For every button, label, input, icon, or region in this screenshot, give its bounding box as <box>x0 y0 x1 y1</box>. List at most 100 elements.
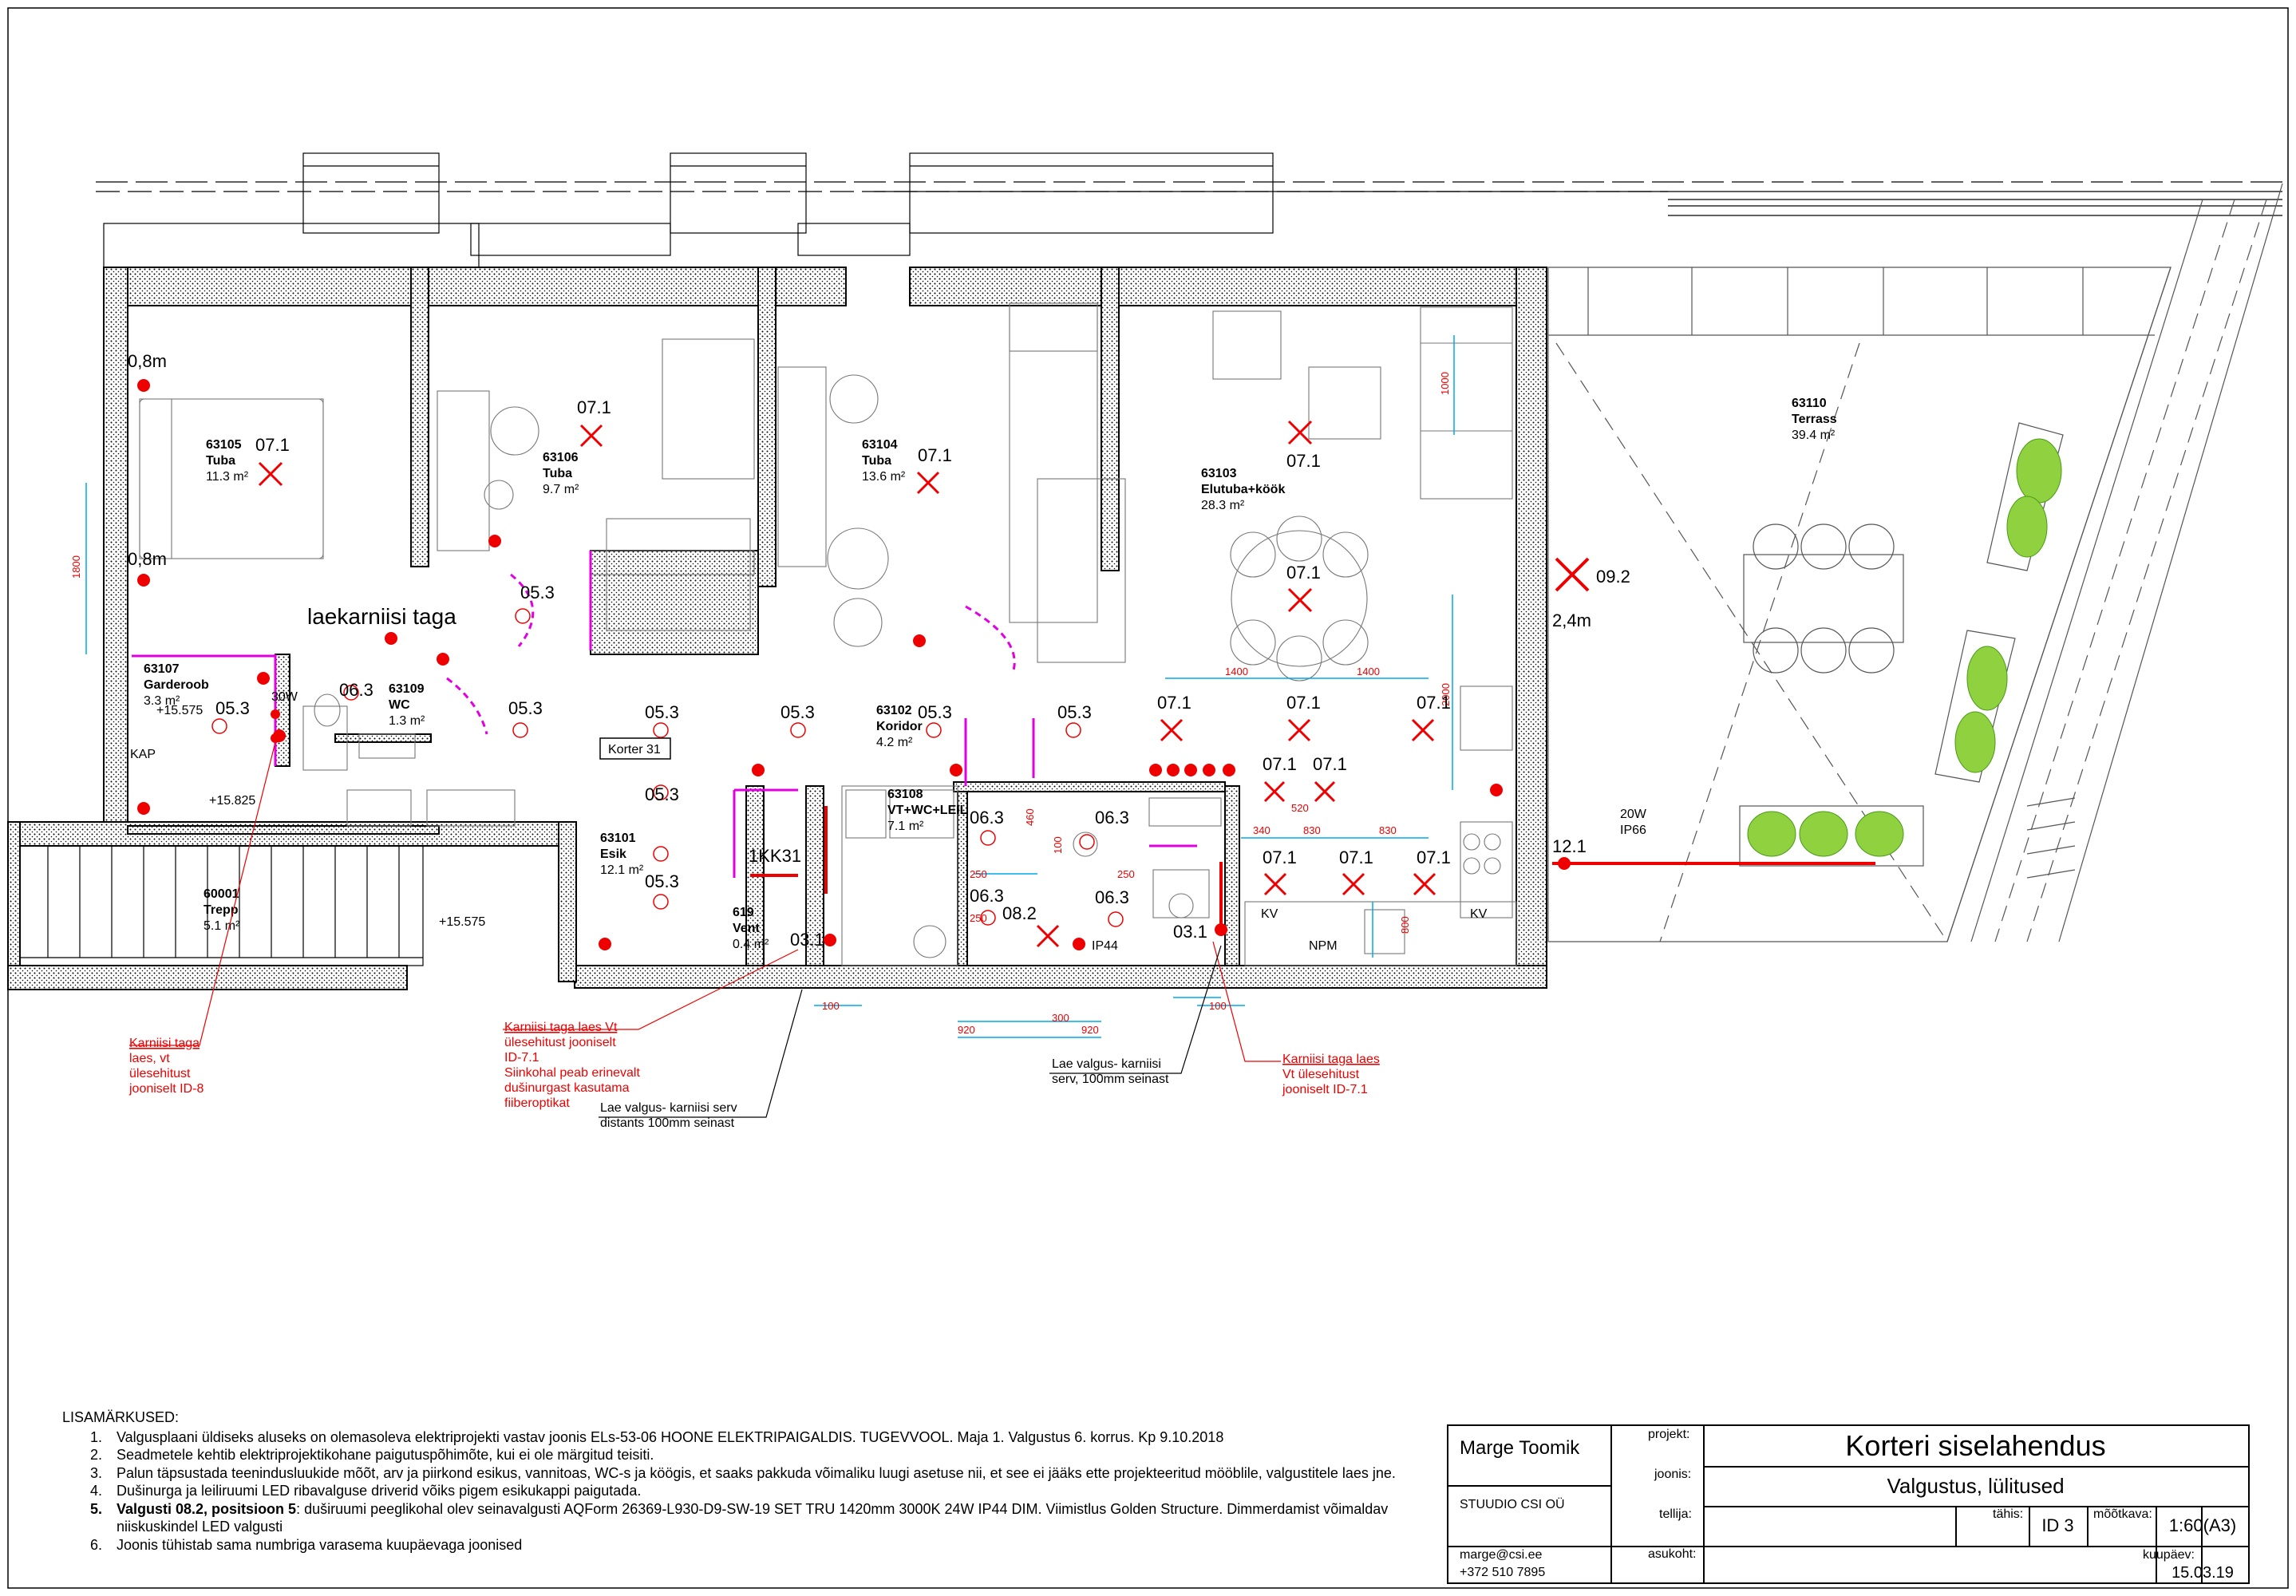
svg-text:03.1: 03.1 <box>790 930 824 950</box>
note-number: 1. <box>89 1428 102 1445</box>
room-code: 63106 <box>543 451 579 464</box>
room-area: 0.4 m² <box>733 938 769 951</box>
svg-text:12.1: 12.1 <box>1552 836 1587 856</box>
room-code: 63101 <box>600 832 636 845</box>
dormers <box>103 152 1274 272</box>
svg-text:05.3: 05.3 <box>215 698 250 718</box>
svg-text:05.3: 05.3 <box>1057 702 1092 722</box>
annotation-line: Karniisi taga <box>129 1037 200 1050</box>
note-number: 6. <box>89 1536 102 1553</box>
black-annotations <box>599 945 1222 1118</box>
tahis-label: tähis: <box>1993 1507 2024 1521</box>
room-code: 63108 <box>887 788 923 801</box>
asukoht-label: asukoht: <box>1648 1547 1697 1561</box>
kv-label-1: KV <box>1261 907 1278 921</box>
svg-text:07.1: 07.1 <box>1417 693 1451 713</box>
annotation-line: Karniisi taga laes <box>1282 1053 1380 1066</box>
svg-text:520: 520 <box>1291 802 1309 814</box>
annotation-line: dušinurgast kasutama <box>504 1081 630 1095</box>
walls <box>7 267 1547 990</box>
note-item: 1.Valgusplaani üldiseks aluseks on olema… <box>62 1428 1435 1447</box>
svg-text:06.3: 06.3 <box>1095 887 1129 907</box>
note-item: 4.Dušinurga ja leiliruumi LED ribavalgus… <box>62 1482 1435 1500</box>
dimension-texts: 1800 1000 1400 1400 2000 340 830 520 830… <box>70 372 1452 1036</box>
room-name: Vent <box>733 922 760 935</box>
date-value: 15.03.19 <box>2172 1564 2234 1582</box>
svg-text:07.1: 07.1 <box>1339 847 1373 867</box>
w30-label: 30W <box>271 690 298 704</box>
svg-text:1800: 1800 <box>70 555 82 579</box>
room-area: 4.2 m² <box>876 736 913 749</box>
tahis-value: ID 3 <box>2041 1515 2074 1535</box>
room-name: VT+WC+LEIL <box>887 804 968 817</box>
svg-text:07.1: 07.1 <box>577 397 611 417</box>
note-item: 3.Palun täpsustada teenindusluukide mõõt… <box>62 1464 1435 1483</box>
svg-text:920: 920 <box>1081 1024 1099 1036</box>
svg-text:250: 250 <box>970 912 987 924</box>
room-name: Trepp <box>204 903 239 917</box>
red-annotations <box>129 741 1281 1062</box>
room-name: Esik <box>600 847 626 861</box>
annotation-line: Lae valgus- karniisi serv <box>600 1101 737 1115</box>
room-name: Garderoob <box>144 678 209 692</box>
phone: +372 510 7895 <box>1460 1566 1546 1579</box>
room-area: 1.3 m² <box>389 714 425 728</box>
annotation-line: Lae valgus- karniisi <box>1052 1057 1161 1071</box>
projekt-label: projekt: <box>1648 1428 1690 1441</box>
level-label-1: +15.575 <box>156 704 203 717</box>
svg-text:1400: 1400 <box>1225 666 1248 678</box>
annotation-line: jooniselt ID-7.1 <box>1282 1083 1368 1096</box>
project-title: Korteri siselahendus <box>1845 1429 2106 1462</box>
svg-text:07.1: 07.1 <box>1313 754 1347 774</box>
note-rest-text: : duširuumi peeglikohal olev seinavalgus… <box>117 1500 1389 1535</box>
room-code: 63110 <box>1792 397 1827 410</box>
svg-text:05.3: 05.3 <box>780 702 815 722</box>
kv-label-2: KV <box>1470 907 1488 921</box>
furniture <box>139 302 1517 966</box>
note-number: 5. <box>89 1500 102 1517</box>
height-label-3: 2,4m <box>1552 610 1591 630</box>
svg-text:1400: 1400 <box>1357 666 1380 678</box>
svg-text:2000: 2000 <box>1440 683 1452 706</box>
led-strips <box>750 806 1875 926</box>
room-code: 63109 <box>389 682 425 696</box>
room-area: 39.4 m² <box>1792 429 1836 442</box>
note-number: 2. <box>89 1447 102 1463</box>
sheet-frame <box>7 7 2289 1589</box>
annotation-line: ülesehitust jooniselt <box>504 1036 616 1049</box>
note-text: Palun täpsustada teenindusluukide mõõt, … <box>117 1464 1396 1481</box>
room-name: Tuba <box>862 454 891 468</box>
room-area: 12.1 m² <box>600 863 644 877</box>
npm-label: NPM <box>1309 939 1338 953</box>
svg-text:340: 340 <box>1253 824 1271 836</box>
room-code: 63104 <box>862 438 898 452</box>
fixture-x <box>258 461 283 487</box>
ip66-label: IP66 <box>1620 824 1646 837</box>
room-code: 63105 <box>206 438 242 452</box>
dimension-lines <box>85 335 1455 1038</box>
room-name: WC <box>389 698 410 712</box>
annotation-line: ID-7.1 <box>504 1051 539 1065</box>
svg-text:300: 300 <box>1052 1012 1069 1024</box>
room-name: Elutuba+köök <box>1201 483 1285 496</box>
room-area: 13.6 m² <box>862 470 906 484</box>
svg-text:100: 100 <box>1052 836 1064 854</box>
notes-section: LISAMÄRKUSED: 1.Valgusplaani üldiseks al… <box>62 1408 1435 1554</box>
svg-text:1000: 1000 <box>1439 372 1451 395</box>
svg-text:06.3: 06.3 <box>970 886 1004 906</box>
svg-text:100: 100 <box>822 1000 840 1012</box>
kuupaev-label: kuupäev: <box>2143 1548 2195 1562</box>
svg-text:800: 800 <box>1399 916 1411 934</box>
room-code: 63102 <box>876 704 912 717</box>
svg-text:05.3: 05.3 <box>520 583 555 602</box>
annotation-line: fiiberoptikat <box>504 1096 570 1110</box>
note-item: 5.Valgusti 08.2, positsioon 5: duširuumi… <box>62 1500 1435 1536</box>
room-name: Koridor <box>876 720 923 733</box>
svg-text:830: 830 <box>1303 824 1321 836</box>
w20-label: 20W <box>1620 808 1647 821</box>
svg-text:07.1: 07.1 <box>1286 563 1321 583</box>
room-code: 619 <box>733 906 754 919</box>
svg-text:05.3: 05.3 <box>645 871 679 891</box>
terrace <box>1547 183 2283 942</box>
note-item: 6.Joonis tühistab sama numbriga varasema… <box>62 1536 1435 1555</box>
